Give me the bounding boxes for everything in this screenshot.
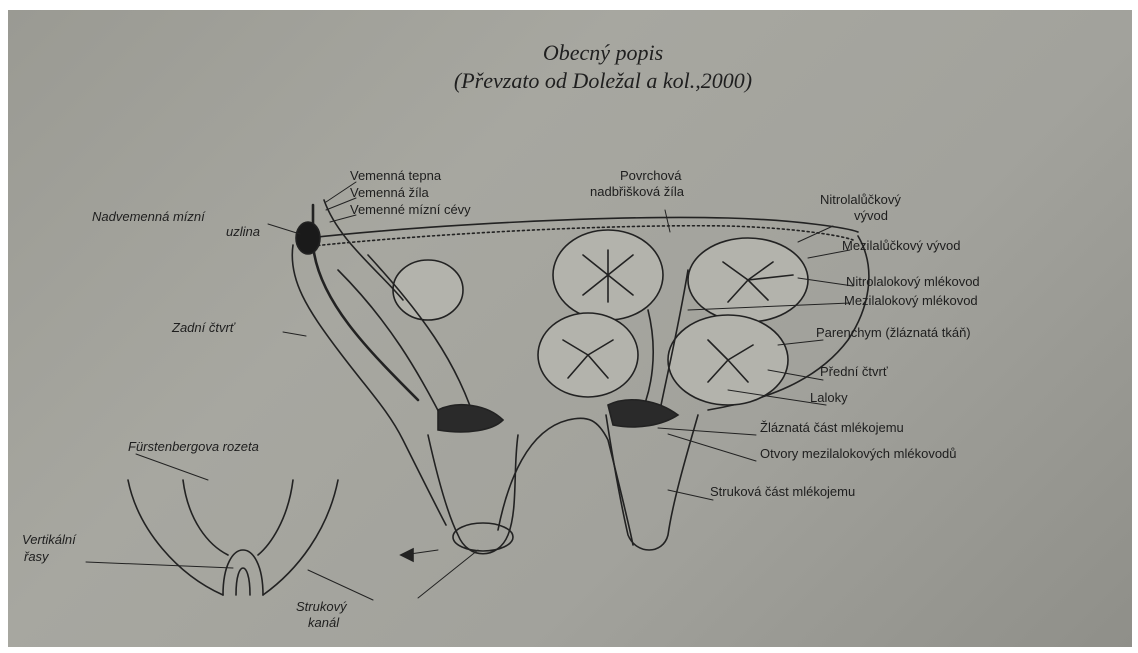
label-mezilalokovy-mlekovod: Mezilalokový mlékovod [844,294,978,308]
label-nitrolaluckovy-line-1: Nitrolalůčkový [820,193,901,207]
label-vemenna-tepna: Vemenná tepna [350,169,441,183]
label-strukovy-line-1: Strukový [296,600,347,614]
label-mezilaluckovy-vyvod: Mezilalůčkový vývod [842,239,961,253]
diagram-title-line-1: Obecný popis [453,40,753,66]
inset-rosette [223,550,263,595]
label-vertikalni-line-2: řasy [24,550,49,564]
label-povrchova-line-1: Povrchová [620,169,681,183]
label-furstenbergova-rozeta: Fürstenbergova rozeta [128,440,259,454]
label-laloky: Laloky [810,391,848,405]
label-zadni-ctvrt: Zadní čtvrť [172,321,234,335]
diagram-title-line-2: (Převzato od Doležal a kol.,2000) [388,68,818,94]
label-parenchym: Parenchym (žláznatá tkáň) [816,326,971,340]
label-vertikalni-line-1: Vertikální [22,533,76,547]
lobule-5 [393,260,463,320]
inset-teat-right [263,480,338,595]
right-teat [606,415,698,550]
left-teat [428,435,518,554]
inset-teat-left [128,480,223,595]
inset-canal [236,568,250,595]
label-otvory: Otvory mezilalokových mlékovodů [760,447,957,461]
label-nadvemenna-line-2: uzlina [226,225,260,239]
label-nitrolaluckovy-line-2: vývod [854,209,888,223]
gland-cistern-right [608,400,678,427]
label-strukova-cast: Struková část mlékojemu [710,485,855,499]
label-vemenne-mizni-cevy: Vemenné mízní cévy [350,203,471,217]
left-teat-tip [453,523,513,551]
label-predni-ctvrt: Přední čtvrť [820,365,888,379]
lymph-node [296,222,320,254]
gland-cistern-left [438,405,503,432]
arrow-indicator [401,549,413,561]
label-strukovy-line-2: kanál [308,616,339,630]
label-vemenna-zila: Vemenná žíla [350,186,429,200]
scanned-page: Obecný popis (Převzato od Doležal a kol.… [8,10,1132,647]
label-povrchova-line-2: nadbřišková žíla [590,185,684,199]
label-nadvemenna-line-1: Nadvemenná mízní [92,210,205,224]
label-zlaznata-cast: Žláznatá část mlékojemu [760,421,904,435]
label-nitrolalokovy-mlekovod: Nitrolalokový mlékovod [846,275,980,289]
